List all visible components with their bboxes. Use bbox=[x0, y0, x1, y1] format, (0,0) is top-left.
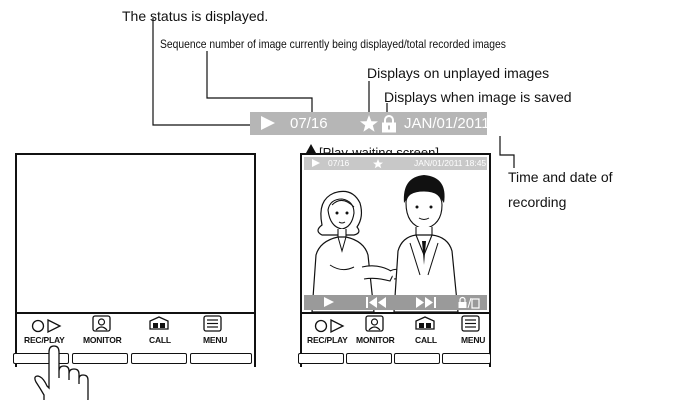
star-icon bbox=[360, 115, 378, 132]
call-button[interactable] bbox=[131, 353, 187, 364]
menu-icon bbox=[203, 315, 222, 332]
timedate-annotation-line1: Time and date of bbox=[508, 169, 613, 185]
mini-play-icon bbox=[312, 159, 320, 167]
play-icon bbox=[261, 116, 275, 130]
people-illustration bbox=[311, 175, 459, 312]
saved-annotation: Displays when image is saved bbox=[384, 89, 572, 105]
call-label-right: CALL bbox=[415, 335, 437, 345]
lock-delete-button[interactable] bbox=[454, 296, 482, 309]
status-sequence: 07/16 bbox=[290, 115, 328, 132]
call-icon bbox=[149, 316, 169, 330]
lock-delete-icon bbox=[458, 296, 480, 309]
rewind-icon bbox=[366, 297, 386, 308]
timedate-annotation-line2: recording bbox=[508, 194, 567, 210]
mini-sequence: 07/16 bbox=[328, 158, 350, 168]
monitor-button[interactable] bbox=[72, 353, 128, 364]
menu-label-right: MENU bbox=[461, 335, 486, 345]
status-datetime: JAN/01/2011 18:45 bbox=[404, 115, 532, 132]
fast-forward-button[interactable] bbox=[412, 296, 438, 309]
unplayed-annotation: Displays on unplayed images bbox=[367, 65, 550, 81]
call-icon-right bbox=[415, 316, 435, 330]
call-button-right[interactable] bbox=[394, 353, 440, 364]
hand-icon bbox=[34, 345, 89, 400]
right-button-panel: REC/PLAY MONITOR CALL MENU bbox=[300, 312, 491, 367]
control-play-icon bbox=[324, 297, 334, 307]
menu-icon-right bbox=[461, 315, 480, 332]
rec-play-label: REC/PLAY bbox=[24, 335, 65, 345]
menu-button-right[interactable] bbox=[442, 353, 491, 364]
left-button-panel: REC/PLAY MONITOR CALL MENU bbox=[15, 312, 256, 367]
call-label: CALL bbox=[149, 335, 171, 345]
rec-play-icon-right bbox=[314, 318, 345, 334]
rewind-button[interactable] bbox=[364, 296, 390, 309]
monitor-label: MONITOR bbox=[83, 335, 122, 345]
mini-status-bar: 07/16 JAN/01/2011 18:45 bbox=[304, 157, 487, 170]
mini-star-icon bbox=[373, 159, 383, 169]
fast-forward-icon bbox=[416, 297, 436, 308]
monitor-icon bbox=[92, 315, 111, 332]
status-annotation: The status is displayed. bbox=[122, 8, 269, 24]
monitor-label-right: MONITOR bbox=[356, 335, 395, 345]
menu-button[interactable] bbox=[190, 353, 252, 364]
menu-label: MENU bbox=[203, 335, 228, 345]
sequence-annotation: Sequence number of image currently being… bbox=[160, 37, 506, 51]
lock-icon bbox=[382, 115, 396, 133]
status-bar: 07/16 JAN/01/2011 18:45 bbox=[250, 112, 531, 135]
play-button[interactable] bbox=[316, 296, 342, 309]
monitor-button-right[interactable] bbox=[346, 353, 392, 364]
mini-datetime: JAN/01/2011 18:45 bbox=[414, 158, 487, 168]
monitor-icon-right bbox=[365, 315, 384, 332]
rec-play-button-right[interactable] bbox=[298, 353, 344, 364]
rec-play-icon bbox=[31, 318, 62, 334]
right-screen: 07/16 JAN/01/2011 18:45 bbox=[300, 153, 491, 314]
rec-play-label-right: REC/PLAY bbox=[307, 335, 348, 345]
left-screen bbox=[15, 153, 256, 314]
control-bar bbox=[304, 295, 487, 310]
rec-play-button[interactable] bbox=[13, 353, 69, 364]
